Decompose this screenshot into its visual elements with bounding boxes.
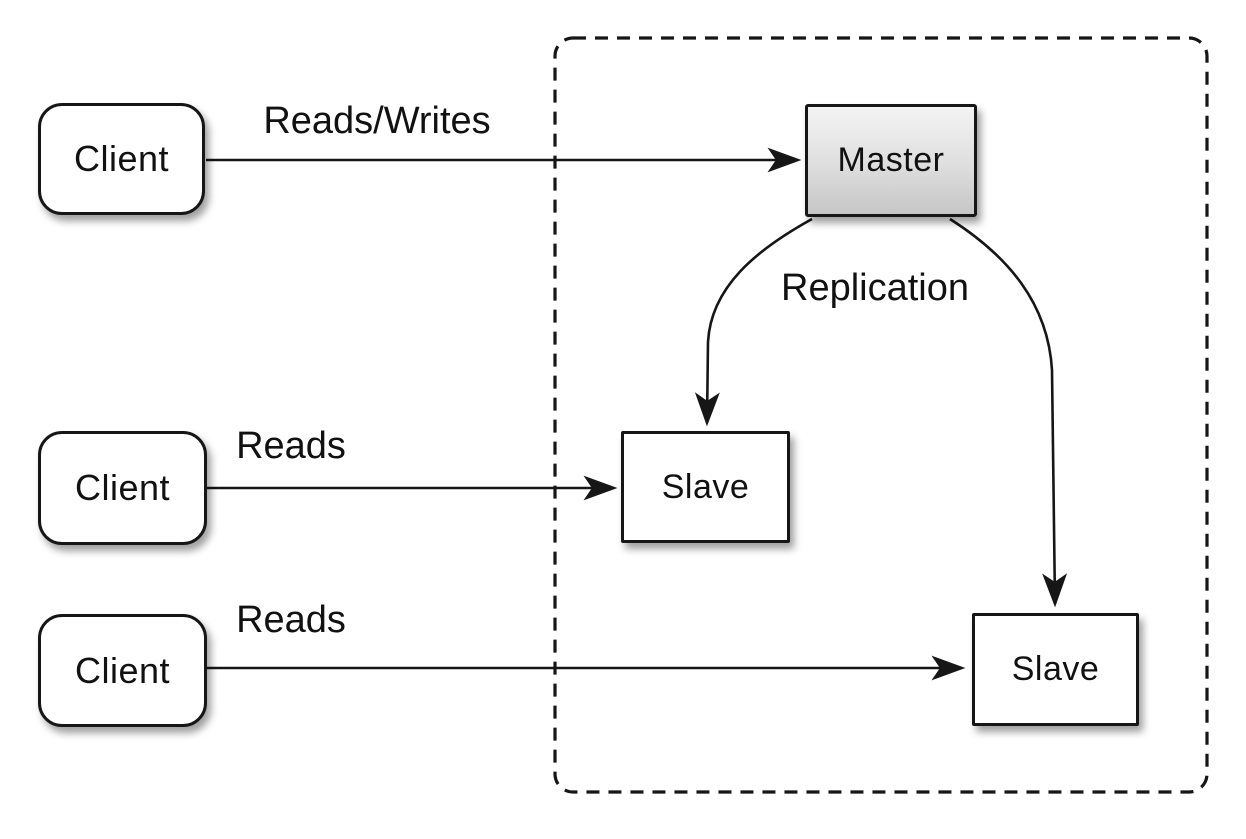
client-1-label: Client [73, 138, 170, 179]
edge-label-reads-slave-2: Reads [236, 599, 346, 641]
client-node-3: Client [38, 614, 207, 727]
edge-replication-right [949, 217, 1068, 608]
cluster-boundary [553, 36, 1209, 794]
client-3-label: Client [74, 649, 171, 691]
edge-label-reads-writes: Reads/Writes [263, 100, 491, 142]
edge-replication-left [694, 217, 813, 427]
master-node: Master [805, 104, 977, 217]
master-label: Master [837, 141, 945, 179]
client-2-label: Client [74, 467, 171, 508]
slave-node-2: Slave [972, 613, 1139, 726]
slave-1-label: Slave [661, 467, 750, 506]
client-node-2: Client [38, 431, 207, 545]
edge-label-reads-slave-1: Reads [236, 425, 346, 467]
slave-node-1: Slave [621, 431, 790, 543]
slave-2-label: Slave [1011, 650, 1100, 688]
client-node-1: Client [38, 103, 205, 215]
edge-label-replication: Replication [781, 267, 969, 309]
